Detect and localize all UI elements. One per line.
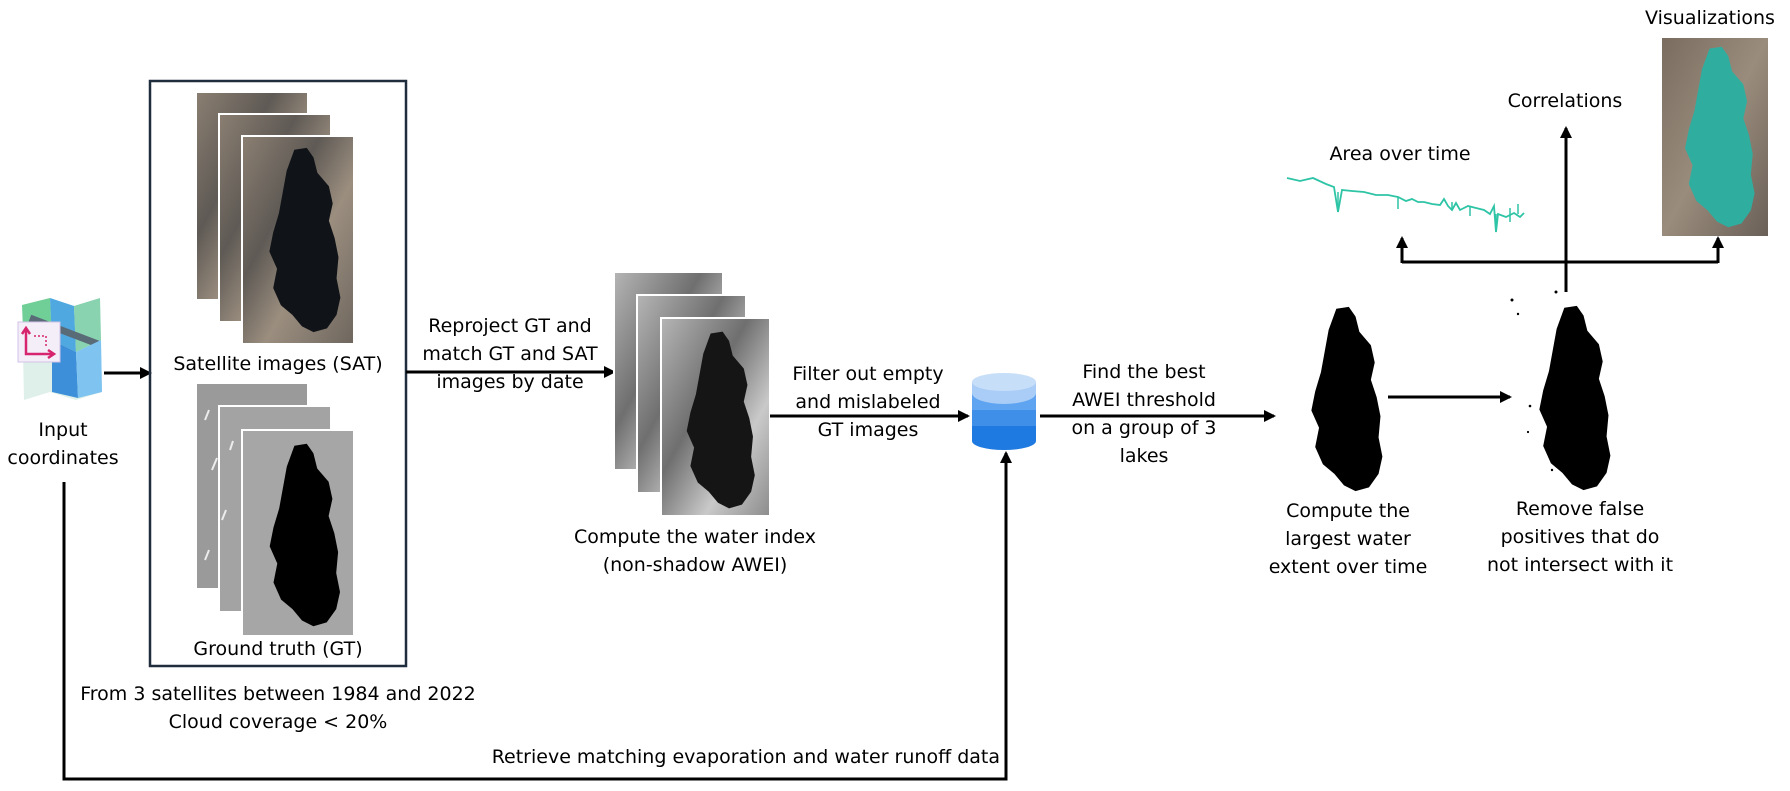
awei-image-stack — [613, 271, 771, 517]
largest-extent-mask — [1311, 306, 1383, 492]
reproject-label: Reproject GT and match GT and SAT images… — [422, 315, 598, 393]
largest-extent-label: Compute the largest water extent over ti… — [1268, 500, 1428, 578]
water-index-label: Compute the water index (non-shadow AWEI… — [573, 526, 817, 576]
threshold-label: Find the best AWEI threshold on a group … — [1071, 361, 1217, 467]
remove-false-positives-label: Remove false positives that do not inter… — [1486, 498, 1674, 576]
correlations-label: Correlations — [1507, 90, 1623, 112]
filter-label: Filter out empty and mislabeled GT image… — [792, 363, 944, 441]
input-coordinates-label: Input coordinates — [7, 419, 119, 469]
gt-label: Ground truth (GT) — [193, 638, 363, 660]
arrow-retrieve-to-database — [62, 451, 1012, 781]
ground-truth-image-stack — [195, 382, 355, 637]
area-over-time-label: Area over time — [1329, 143, 1471, 165]
map-icon — [17, 298, 102, 400]
satellite-note: From 3 satellites between 1984 and 2022 … — [80, 683, 476, 733]
database-icon — [972, 373, 1036, 450]
filtered-mask — [1510, 290, 1611, 491]
visualizations-label: Visualizations — [1645, 7, 1775, 29]
retrieve-label: Retrieve matching evaporation and water … — [491, 746, 1000, 768]
visualization-image — [1662, 38, 1768, 236]
sat-label: Satellite images (SAT) — [173, 353, 383, 375]
area-over-time-line — [1286, 177, 1525, 233]
satellite-image-stack — [195, 91, 355, 345]
area-over-time-spikes — [1337, 192, 1519, 232]
